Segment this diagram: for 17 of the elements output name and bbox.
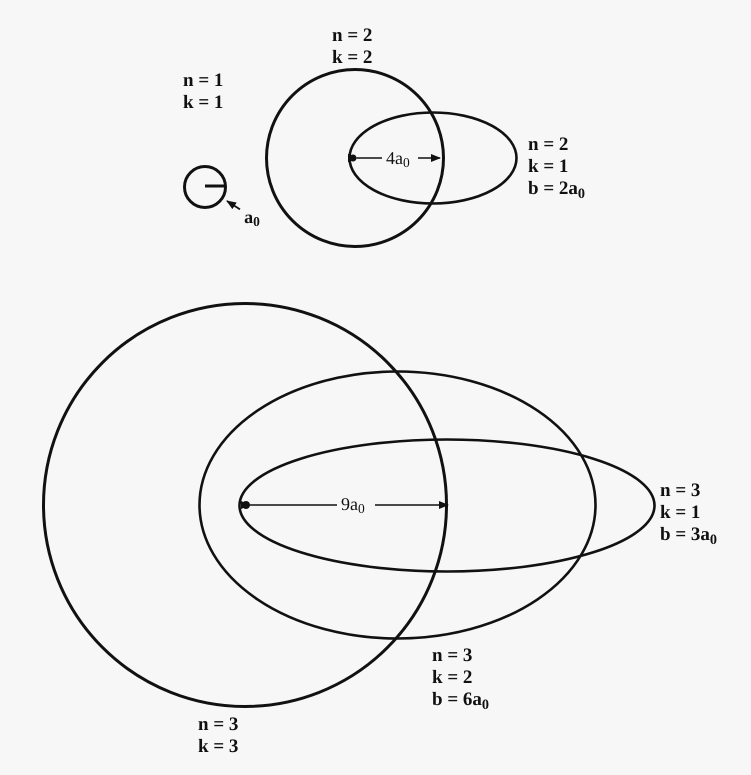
orbit-label: k = 1 [660,502,702,524]
orbit-label: k = 2 [432,667,474,689]
leader-line [226,200,240,210]
orbit-label: b = 2a$_{0}$ [528,178,586,200]
orbit-label: k = 3 [198,736,238,758]
orbit-label: n = 3 [198,714,238,736]
orbit-label: n = 1 [183,70,224,92]
orbit-label: n = 2 [528,134,570,156]
orbit-label: n = 3 [432,645,474,667]
orbit-label: b = 3a$_{0}$ [660,524,718,546]
orbit-label: n = 3 [660,480,702,502]
orbit-label: k = 2 [332,47,372,69]
orbit-label: b = 6a$_{0}$ [432,689,490,711]
radius-label: a$_{0}$ [244,208,260,226]
orbit-label: n = 2 [332,25,372,47]
orbit-label: k = 1 [528,156,570,178]
orbit-label: k = 1 [183,92,224,114]
